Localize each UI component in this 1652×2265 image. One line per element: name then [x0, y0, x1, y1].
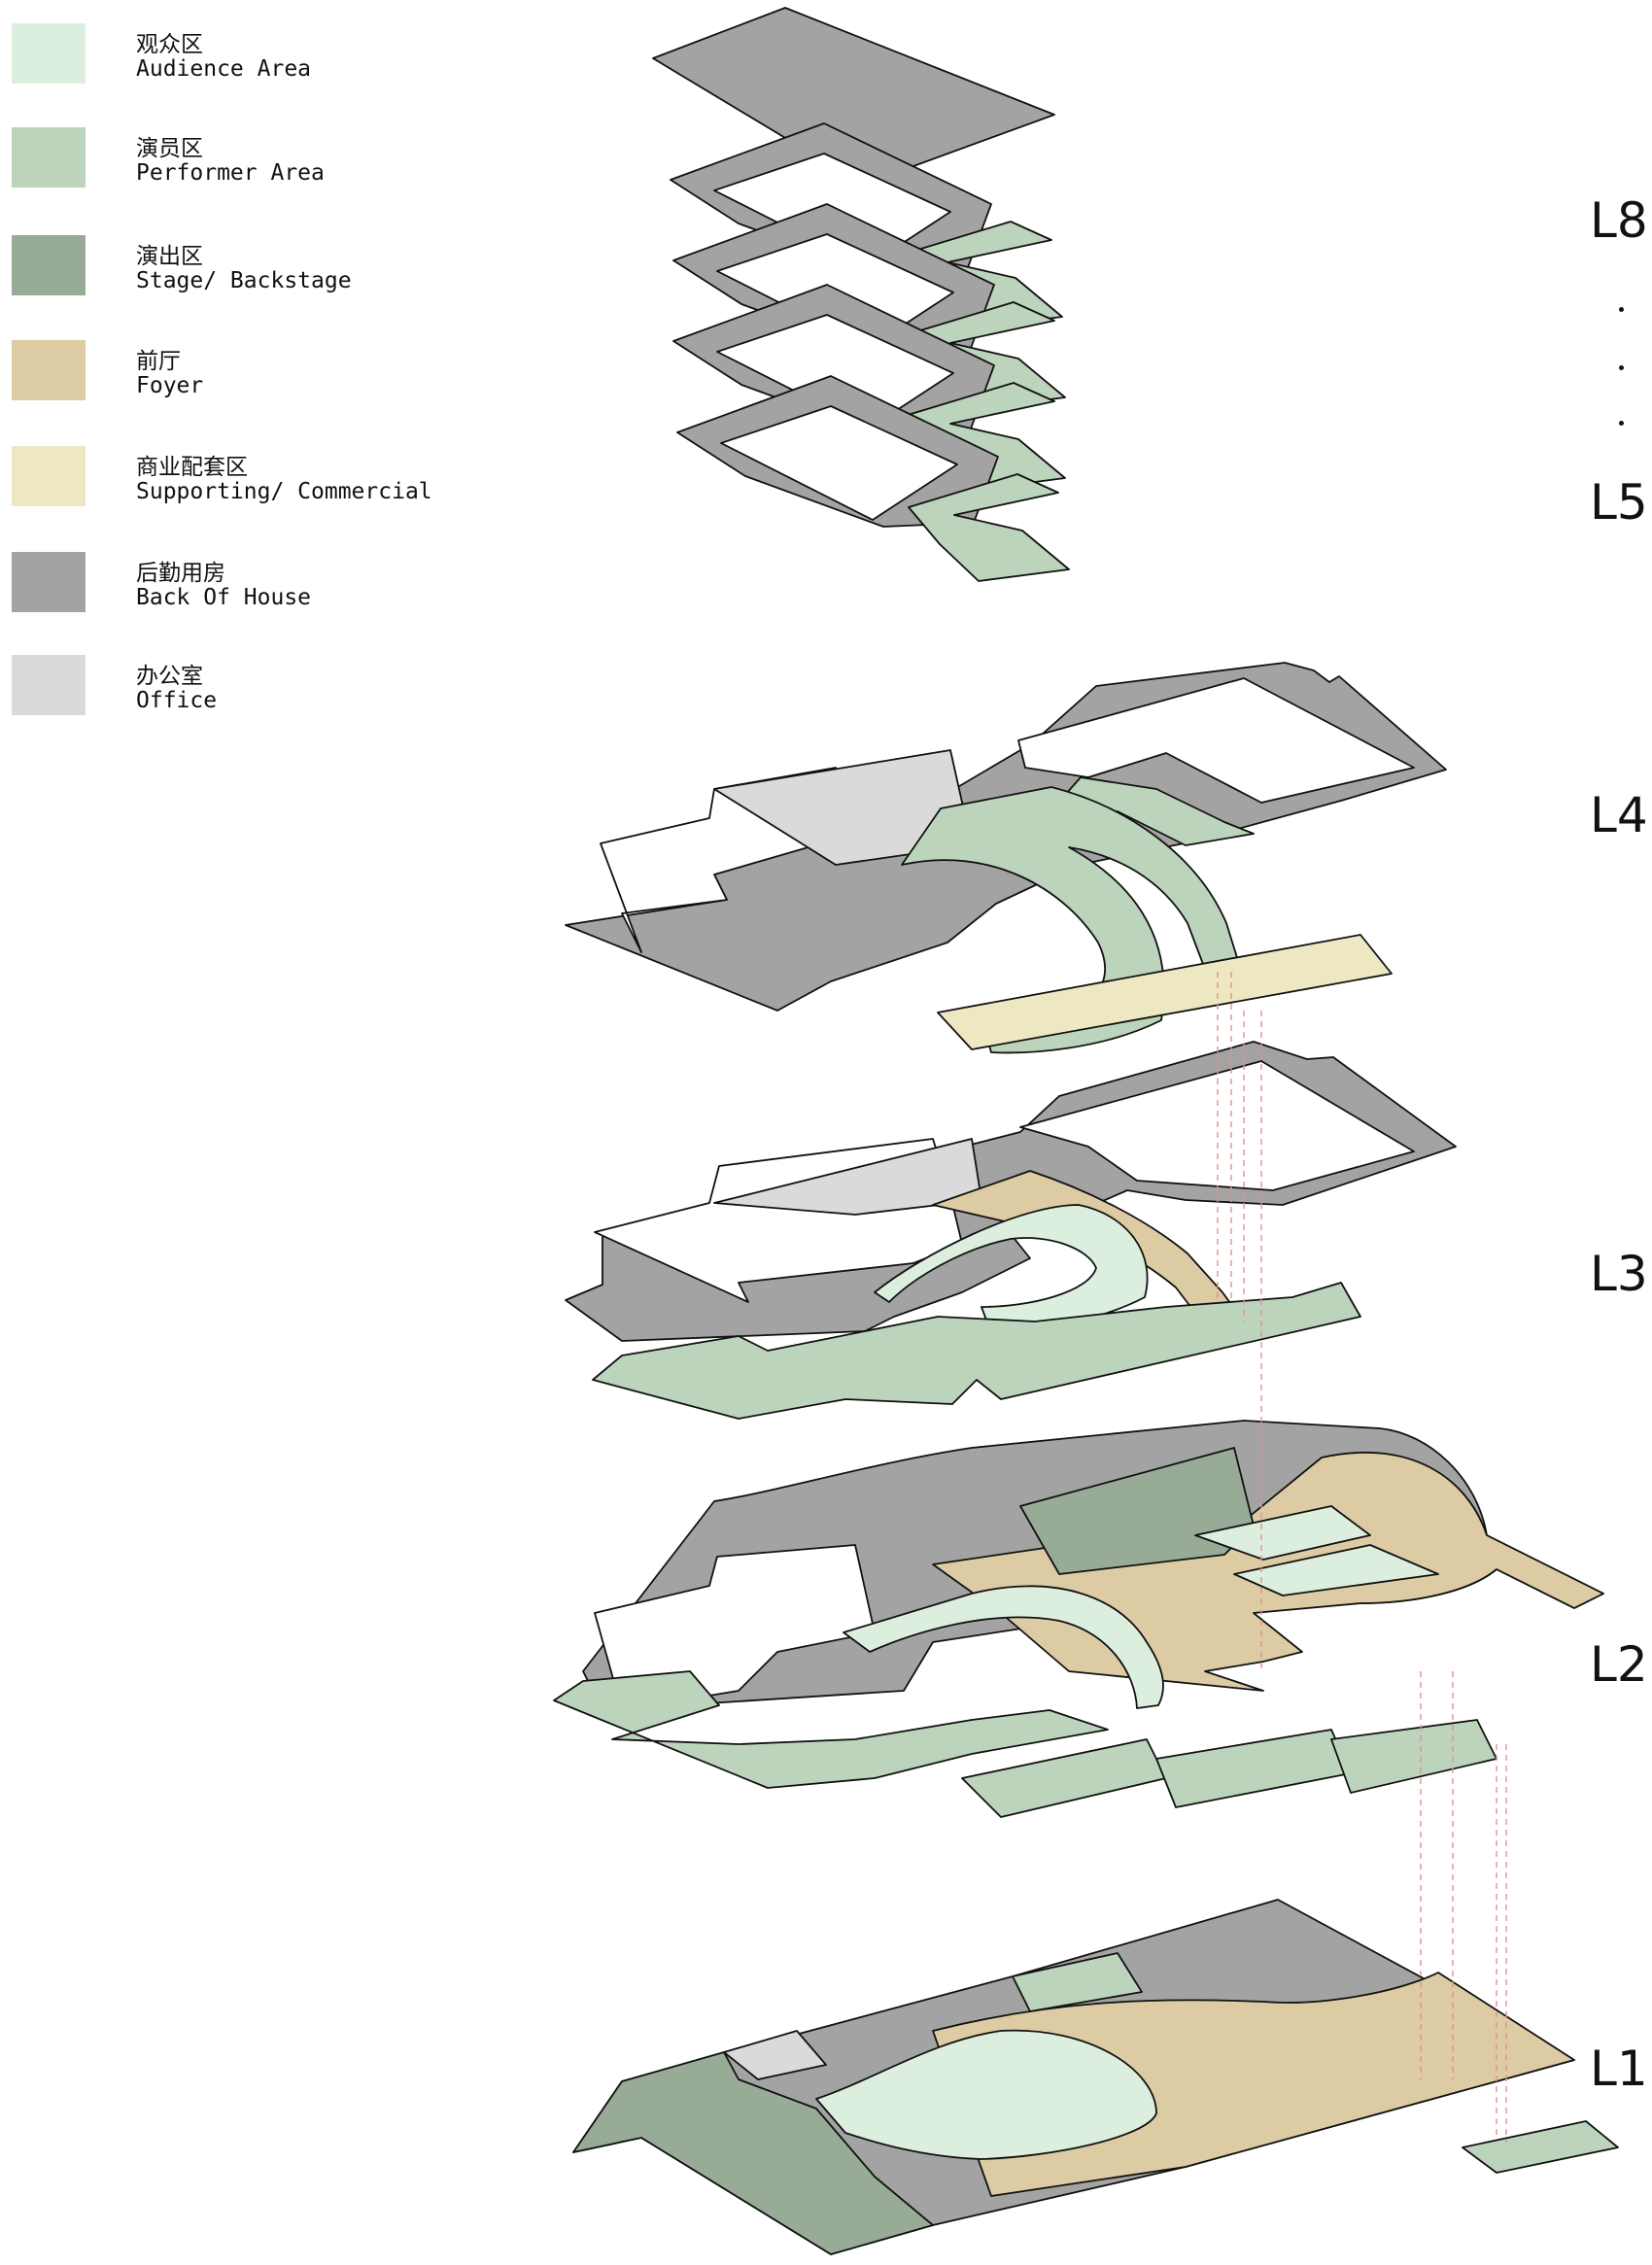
legend-label-cn: 演员区 — [136, 136, 203, 161]
legend-label-en: Audience Area — [136, 56, 312, 82]
performer-swatch — [12, 127, 86, 188]
foyer-swatch — [12, 340, 86, 400]
ellipsis-dot — [1619, 365, 1624, 370]
floor-l3 — [565, 1041, 1457, 1420]
office-swatch — [12, 655, 86, 715]
ellipsis-dot — [1619, 307, 1624, 312]
level-label-l4: L4 — [1590, 787, 1648, 843]
stage-swatch — [12, 235, 86, 295]
level-label-l3: L3 — [1590, 1246, 1648, 1302]
floor-l5 — [676, 375, 1070, 582]
legend-label-en: Supporting/ Commercial — [136, 479, 432, 504]
floor-l2 — [553, 1420, 1604, 1818]
audience-swatch — [12, 23, 86, 84]
legend-label-en: Performer Area — [136, 160, 325, 186]
level-label-l8: L8 — [1590, 192, 1648, 249]
level-label-l5: L5 — [1590, 474, 1648, 531]
legend-label-en: Stage/ Backstage — [136, 268, 352, 293]
legend-label-cn: 商业配套区 — [136, 455, 248, 480]
legend-label-cn: 演出区 — [136, 244, 203, 269]
level-label-l1: L1 — [1590, 2041, 1648, 2097]
legend-label-en: Office — [136, 688, 218, 713]
legend-label-cn: 观众区 — [136, 32, 203, 57]
back-of-house-swatch — [12, 552, 86, 612]
floor-l6 — [672, 284, 1066, 491]
legend-label-en: Back Of House — [136, 585, 312, 610]
floor-l1 — [572, 1899, 1619, 2255]
legend-label-en: Foyer — [136, 373, 204, 398]
level-label-l2: L2 — [1590, 1636, 1648, 1693]
legend-label-cn: 前厅 — [136, 349, 181, 374]
floor-l4 — [565, 662, 1447, 1054]
legend-label-cn: 办公室 — [136, 664, 203, 689]
legend-label-cn: 后勤用房 — [136, 561, 225, 586]
ellipsis-dot — [1619, 421, 1624, 426]
commercial-swatch — [12, 446, 86, 506]
